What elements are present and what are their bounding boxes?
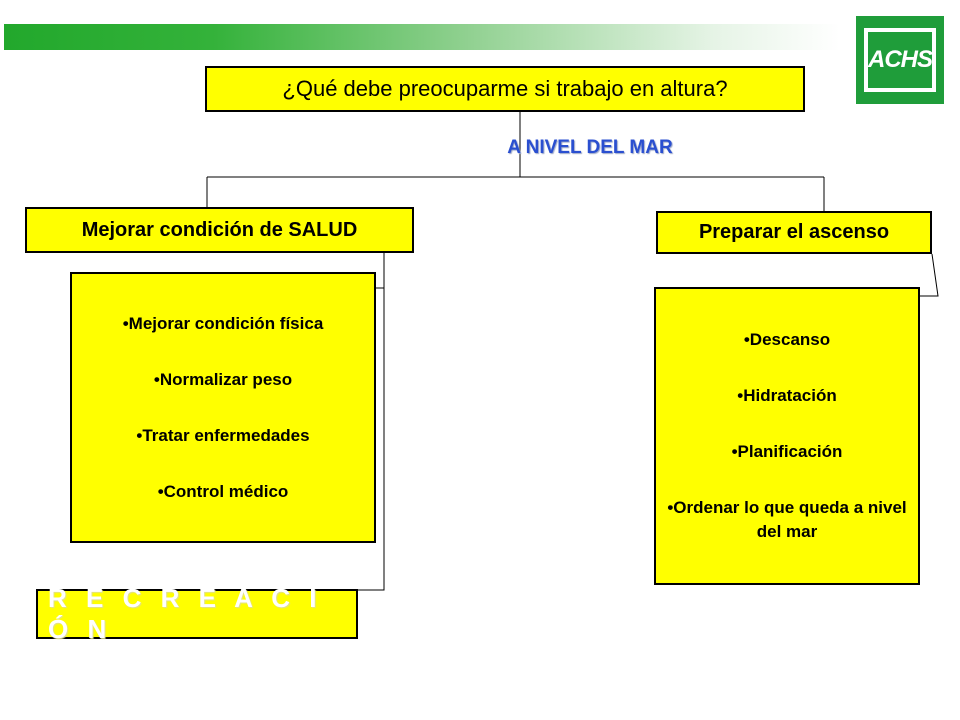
ascent-items-box: •Descanso •Hidratación •Planificación •O… <box>654 287 920 585</box>
achs-logo: ACHS <box>856 16 944 104</box>
ascent-heading-box: Preparar el ascenso <box>656 211 932 254</box>
left-bracket <box>358 253 385 591</box>
question-title-box: ¿Qué debe preocuparme si trabajo en altu… <box>205 66 805 112</box>
health-items-box: •Mejorar condición física •Normalizar pe… <box>70 272 376 543</box>
list-item: •Tratar enfermedades <box>136 425 310 445</box>
logo-text: ACHS <box>864 28 936 92</box>
list-item: •Normalizar peso <box>153 369 293 389</box>
list-item: •Control médico <box>157 481 289 501</box>
right-bracket <box>920 253 939 297</box>
list-item: •Planificación <box>731 442 843 461</box>
list-item: •Ordenar lo que queda a nivel del mar <box>667 498 907 541</box>
recreation-box: R E C R E A C I Ó N <box>36 583 358 644</box>
list-item: •Hidratación <box>737 386 837 405</box>
list-item: •Descanso <box>743 330 831 349</box>
top-gradient-bar <box>4 24 840 50</box>
health-heading-box: Mejorar condición de SALUD <box>25 207 414 253</box>
sea-level-label: A NIVEL DEL MAR <box>507 137 673 158</box>
list-item: •Mejorar condición física <box>122 313 324 333</box>
